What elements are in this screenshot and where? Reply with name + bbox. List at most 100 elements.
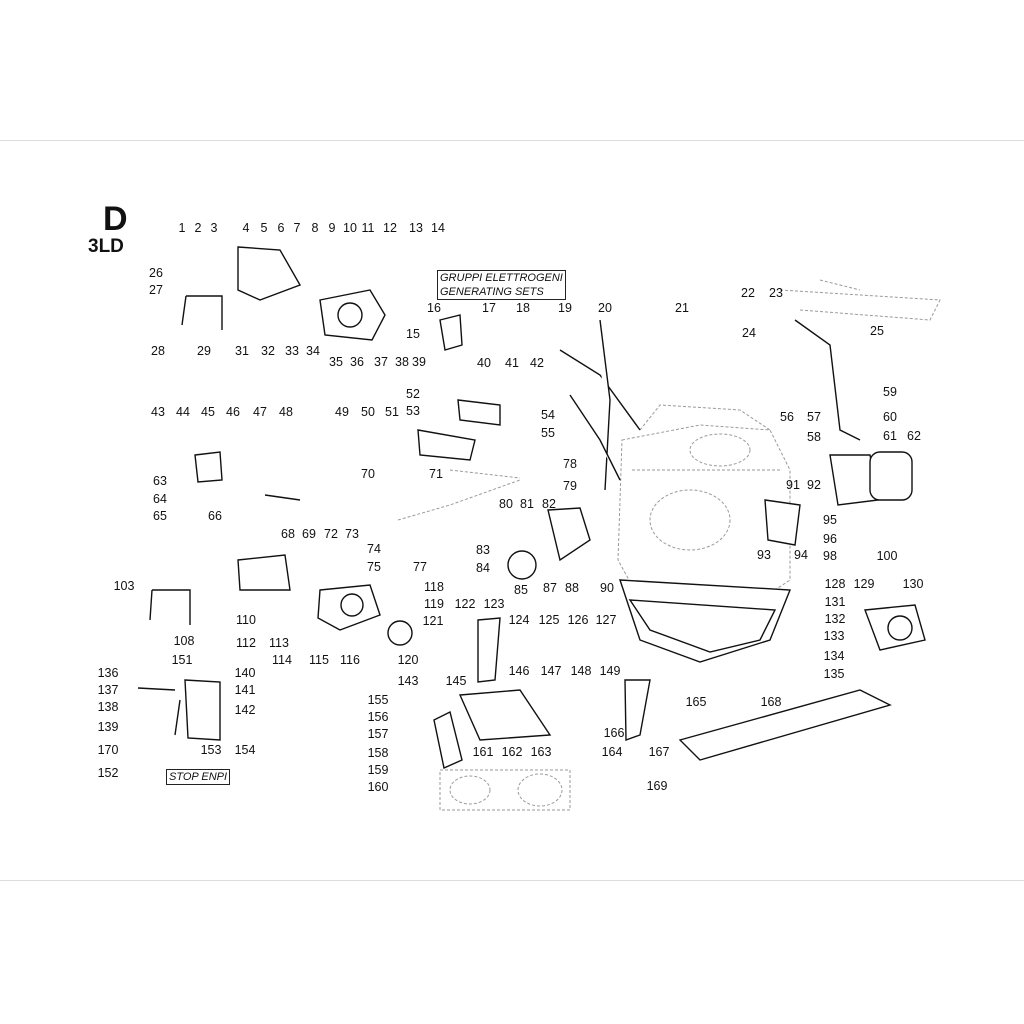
- callout-14: 14: [431, 221, 445, 235]
- callout-91: 91: [786, 478, 800, 492]
- parts: [137, 246, 926, 769]
- callout-114: 114: [272, 653, 292, 667]
- callout-98: 98: [823, 549, 837, 563]
- callout-68: 68: [281, 527, 295, 541]
- generating-sets-note: GRUPPI ELETTROGENI GENERATING SETS: [437, 270, 566, 300]
- callout-81: 81: [520, 497, 534, 511]
- callout-25: 25: [870, 324, 884, 338]
- callout-128: 128: [825, 577, 846, 591]
- callout-149: 149: [600, 664, 621, 678]
- callout-10: 10: [343, 221, 357, 235]
- callout-20: 20: [598, 301, 612, 315]
- callout-27: 27: [149, 283, 163, 297]
- callout-134: 134: [824, 649, 845, 663]
- engine-model: 3LD: [88, 236, 124, 257]
- callout-158: 158: [368, 746, 389, 760]
- callout-3: 3: [211, 221, 218, 235]
- callout-155: 155: [368, 693, 389, 707]
- callout-156: 156: [368, 710, 389, 724]
- callout-77: 77: [413, 560, 427, 574]
- callout-50: 50: [361, 405, 375, 419]
- callout-52: 52: [406, 387, 420, 401]
- callout-34: 34: [306, 344, 320, 358]
- callout-146: 146: [509, 664, 530, 678]
- callout-85: 85: [514, 583, 528, 597]
- callout-5: 5: [261, 221, 268, 235]
- callout-145: 145: [446, 674, 467, 688]
- callout-73: 73: [345, 527, 359, 541]
- callout-138: 138: [98, 700, 119, 714]
- callout-51: 51: [385, 405, 399, 419]
- callout-157: 157: [368, 727, 389, 741]
- callout-31: 31: [235, 344, 249, 358]
- callout-19: 19: [558, 301, 572, 315]
- callout-39: 39: [412, 355, 426, 369]
- callout-82: 82: [542, 497, 556, 511]
- callout-44: 44: [176, 405, 190, 419]
- callout-42: 42: [530, 356, 544, 370]
- callout-129: 129: [854, 577, 875, 591]
- callout-61: 61: [883, 429, 897, 443]
- callout-9: 9: [329, 221, 336, 235]
- callout-166: 166: [604, 726, 625, 740]
- callout-133: 133: [824, 629, 845, 643]
- callout-140: 140: [235, 666, 256, 680]
- callout-94: 94: [794, 548, 808, 562]
- callout-2: 2: [195, 221, 202, 235]
- callout-84: 84: [476, 561, 490, 575]
- callout-141: 141: [235, 683, 256, 697]
- callout-152: 152: [98, 766, 119, 780]
- callout-100: 100: [877, 549, 898, 563]
- callout-167: 167: [649, 745, 670, 759]
- callout-124: 124: [509, 613, 530, 627]
- callout-62: 62: [907, 429, 921, 443]
- callout-122: 122: [455, 597, 476, 611]
- callout-131: 131: [825, 595, 846, 609]
- callout-115: 115: [309, 653, 329, 667]
- callout-168: 168: [761, 695, 782, 709]
- callout-41: 41: [505, 356, 519, 370]
- callout-170: 170: [98, 743, 119, 757]
- callout-110: 110: [236, 613, 256, 627]
- generating-sets-en: GENERATING SETS: [440, 286, 544, 298]
- callout-21: 21: [675, 301, 689, 315]
- callout-108: 108: [174, 634, 195, 648]
- callout-11: 11: [362, 221, 375, 235]
- callout-35: 35: [329, 355, 343, 369]
- callout-43: 43: [151, 405, 165, 419]
- callout-165: 165: [686, 695, 707, 709]
- callout-32: 32: [261, 344, 275, 358]
- callout-55: 55: [541, 426, 555, 440]
- callout-153: 153: [201, 743, 222, 757]
- callout-12: 12: [383, 221, 397, 235]
- callout-93: 93: [757, 548, 771, 562]
- callout-132: 132: [825, 612, 846, 626]
- callout-83: 83: [476, 543, 490, 557]
- callout-78: 78: [563, 457, 577, 471]
- callout-37: 37: [374, 355, 388, 369]
- callout-160: 160: [368, 780, 389, 794]
- bottom-rule: [0, 880, 1024, 881]
- callout-159: 159: [368, 763, 389, 777]
- callout-143: 143: [398, 674, 419, 688]
- callout-169: 169: [647, 779, 668, 793]
- callout-46: 46: [226, 405, 240, 419]
- callout-18: 18: [516, 301, 530, 315]
- callout-95: 95: [823, 513, 837, 527]
- callout-28: 28: [151, 344, 165, 358]
- callout-29: 29: [197, 344, 211, 358]
- callout-23: 23: [769, 286, 783, 300]
- generating-sets-it: GRUPPI ELETTROGENI: [440, 272, 563, 284]
- callout-119: 119: [424, 597, 444, 611]
- callout-69: 69: [302, 527, 316, 541]
- callout-59: 59: [883, 385, 897, 399]
- callout-127: 127: [596, 613, 617, 627]
- callout-45: 45: [201, 405, 215, 419]
- callout-1: 1: [179, 221, 186, 235]
- callout-8: 8: [312, 221, 319, 235]
- callout-120: 120: [398, 653, 419, 667]
- callout-96: 96: [823, 532, 837, 546]
- callout-58: 58: [807, 430, 821, 444]
- callout-53: 53: [406, 404, 420, 418]
